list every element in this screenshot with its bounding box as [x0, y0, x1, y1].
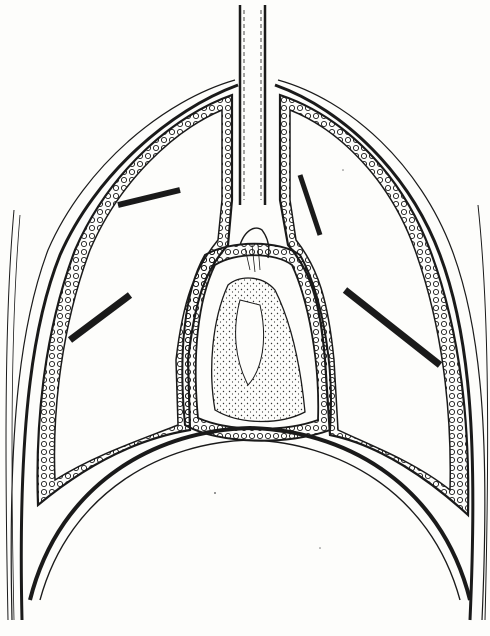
trachea	[240, 5, 265, 205]
